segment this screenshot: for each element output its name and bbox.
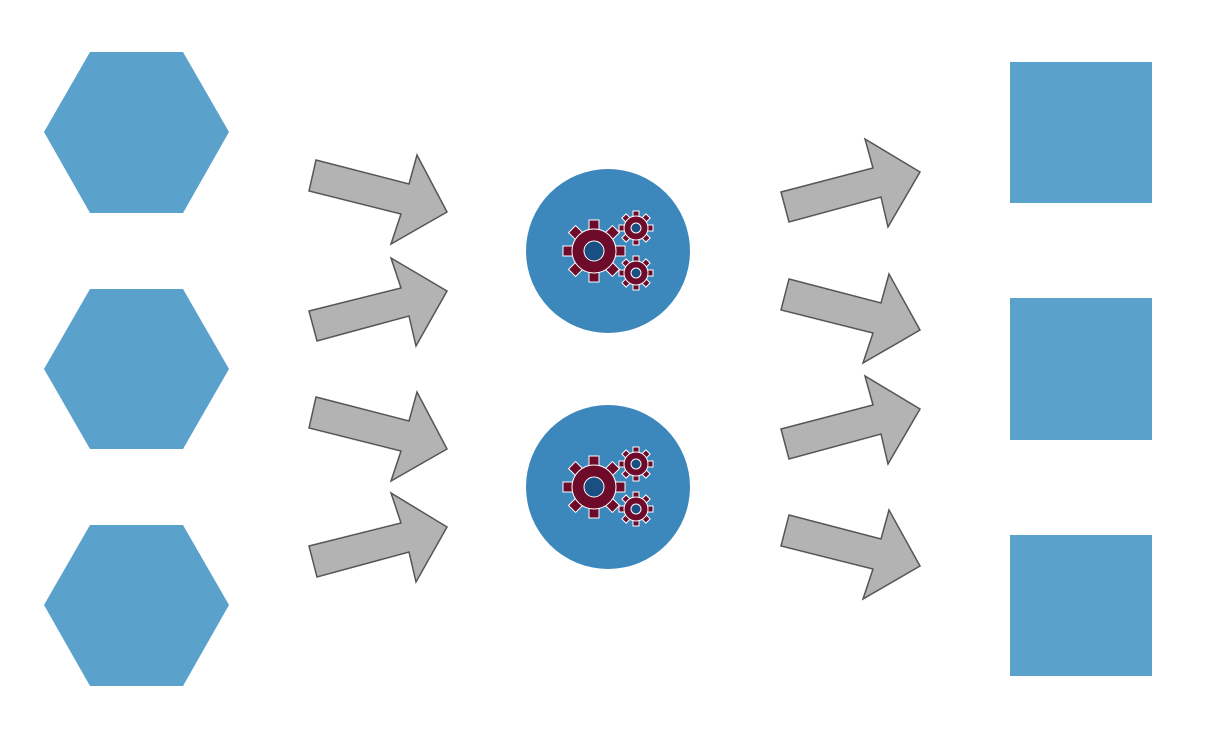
input-hexagon (44, 52, 229, 213)
output-square (1010, 62, 1152, 203)
output-square (1010, 535, 1152, 676)
input-arrow (308, 152, 449, 246)
output-arrow (780, 137, 922, 230)
input-arrow (308, 491, 449, 585)
input-hexagon (44, 525, 229, 686)
output-arrow (780, 272, 922, 365)
output-square (1010, 298, 1152, 440)
processor-node (526, 405, 690, 569)
output-arrow (780, 508, 922, 601)
input-arrow (308, 389, 449, 483)
input-hexagon (44, 289, 229, 449)
output-arrow (780, 374, 922, 467)
input-arrow (308, 256, 449, 349)
processor-node (526, 169, 690, 333)
